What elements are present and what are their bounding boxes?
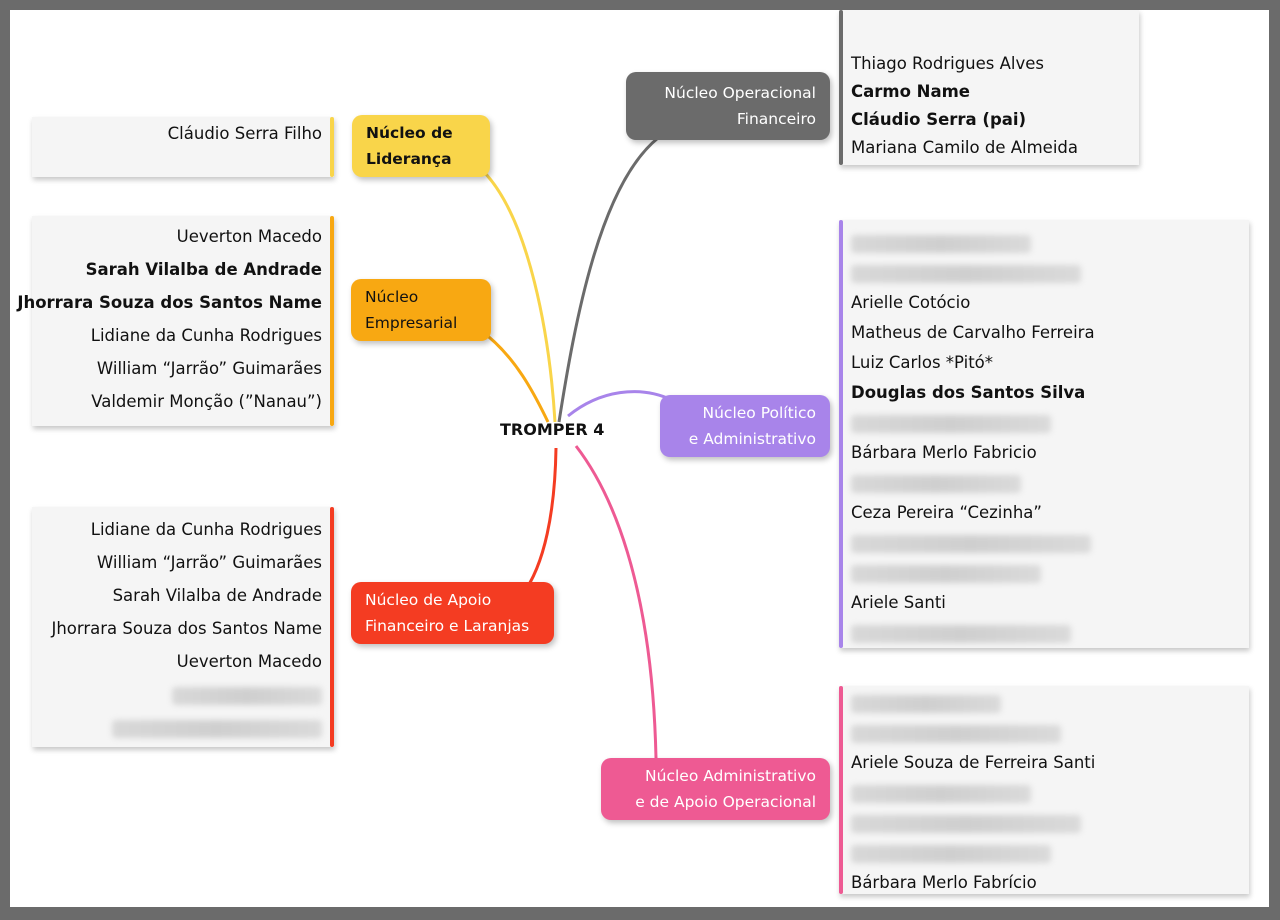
- node-politico[interactable]: Núcleo Político e Administrativo: [660, 395, 830, 457]
- member-name: Valdemir Monção (”Nanau”): [91, 392, 322, 411]
- member-name: Mariana Camilo de Almeida: [851, 138, 1078, 157]
- member-name: Lidiane da Cunha Rodrigues: [90, 520, 322, 539]
- redacted-name: [851, 688, 1095, 718]
- member-name: Thiago Rodrigues Alves: [851, 54, 1045, 73]
- member-name: William “Jarrão” Guimarães: [96, 359, 322, 378]
- member-name: Lidiane da Cunha Rodrigues: [90, 326, 322, 345]
- node-administrativo-line-2: e de Apoio Operacional: [635, 793, 816, 811]
- list-empresarial-accent: [330, 216, 334, 426]
- redacted-name: [851, 778, 1095, 808]
- node-administrativo[interactable]: Núcleo Administrativo e de Apoio Operaci…: [601, 758, 830, 820]
- list-lideranca-accent: [330, 117, 334, 177]
- member-name: Douglas dos Santos Silva: [851, 383, 1086, 402]
- node-lideranca[interactable]: Núcleo de Liderança: [352, 115, 490, 177]
- member-name: Arielle Cotócio: [851, 293, 971, 312]
- node-administrativo-line-1: Núcleo Administrativo: [645, 767, 816, 785]
- redacted-name: [851, 258, 1095, 288]
- redaction-blur: [851, 694, 1001, 713]
- redaction-blur: [851, 784, 1031, 803]
- member-name: Luiz Carlos *Pitó*: [851, 353, 994, 372]
- node-empresarial-line-2: Empresarial: [365, 314, 458, 332]
- link-operacional-financeiro: [557, 136, 659, 423]
- redacted-name: [851, 228, 1095, 258]
- node-lideranca-line-2: Liderança: [366, 150, 452, 168]
- member-name: Carmo Name: [851, 82, 970, 101]
- node-lideranca-line-1: Núcleo de: [366, 124, 453, 142]
- connector-lines: [478, 136, 673, 759]
- redaction-blur: [851, 564, 1041, 583]
- link-lideranca: [478, 166, 557, 423]
- member-name: Jhorrara Souza dos Santos Name: [51, 619, 322, 638]
- node-apoio-financeiro-line-2: Financeiro e Laranjas: [365, 617, 530, 635]
- redaction-blur: [851, 414, 1051, 433]
- member-name: Matheus de Carvalho Ferreira: [851, 323, 1095, 342]
- link-empresarial: [479, 328, 550, 423]
- member-name: Bárbara Merlo Fabrício: [851, 873, 1037, 892]
- node-apoio-financeiro-line-1: Núcleo de Apoio: [365, 591, 492, 609]
- node-operacional-financeiro-line-1: Núcleo Operacional: [664, 84, 816, 102]
- member-name: William “Jarrão” Guimarães: [96, 553, 322, 572]
- link-politico: [567, 390, 673, 418]
- redacted-name: [51, 678, 322, 711]
- member-name: Ceza Pereira “Cezinha”: [851, 503, 1042, 522]
- redaction-blur: [112, 719, 322, 738]
- list-apoio-financeiro-accent: [330, 507, 334, 747]
- redaction-blur: [851, 844, 1051, 863]
- member-name: Ariele Santi: [851, 593, 946, 612]
- list-operacional-financeiro-accent: [839, 10, 843, 165]
- redacted-name: [851, 528, 1095, 558]
- node-empresarial-line-1: Núcleo: [365, 288, 419, 306]
- redaction-blur: [851, 624, 1071, 643]
- node-operacional-financeiro[interactable]: Núcleo Operacional Financeiro: [626, 72, 830, 140]
- redaction-blur: [851, 264, 1081, 283]
- node-empresarial[interactable]: Núcleo Empresarial: [351, 279, 491, 341]
- redacted-name: [851, 468, 1095, 498]
- redaction-blur: [851, 234, 1031, 253]
- link-apoio-financeiro: [520, 447, 558, 596]
- node-politico-line-2: e Administrativo: [688, 430, 816, 448]
- member-name: Cláudio Serra Filho: [167, 124, 322, 143]
- redacted-name: [851, 808, 1095, 838]
- redaction-blur: [172, 686, 322, 705]
- redacted-name: [851, 408, 1095, 438]
- redacted-name: [851, 618, 1095, 648]
- member-name: Ueverton Macedo: [176, 652, 322, 671]
- member-name: Ueverton Macedo: [176, 227, 322, 246]
- node-apoio-financeiro[interactable]: Núcleo de Apoio Financeiro e Laranjas: [351, 582, 554, 644]
- list-lideranca: Cláudio Serra Filho: [32, 117, 334, 177]
- list-administrativo-accent: [839, 686, 843, 894]
- member-name: Cláudio Serra (pai): [851, 110, 1027, 129]
- member-name: Sarah Vilalba de Andrade: [112, 586, 322, 605]
- redaction-blur: [851, 724, 1061, 743]
- redaction-blur: [851, 534, 1091, 553]
- member-name: Jhorrara Souza dos Santos Name: [17, 293, 322, 312]
- list-politico-accent: [839, 220, 843, 648]
- redacted-name: [851, 718, 1095, 748]
- central-topic: TROMPER 4: [500, 420, 605, 439]
- redacted-name: [851, 558, 1095, 588]
- redacted-name: [51, 711, 322, 744]
- link-administrativo: [574, 445, 658, 759]
- node-politico-line-1: Núcleo Político: [702, 404, 816, 422]
- member-name: Sarah Vilalba de Andrade: [85, 260, 322, 279]
- mindmap-canvas: TROMPER 4 Núcleo de Liderança Núcleo Emp…: [10, 10, 1269, 907]
- redacted-name: [851, 838, 1095, 868]
- redaction-blur: [851, 474, 1021, 493]
- member-name: Ariele Souza de Ferreira Santi: [851, 753, 1096, 772]
- list-lideranca-items: Cláudio Serra Filho: [168, 121, 322, 147]
- redaction-blur: [851, 814, 1081, 833]
- member-name: Bárbara Merlo Fabricio: [851, 443, 1037, 462]
- node-operacional-financeiro-line-2: Financeiro: [736, 110, 816, 128]
